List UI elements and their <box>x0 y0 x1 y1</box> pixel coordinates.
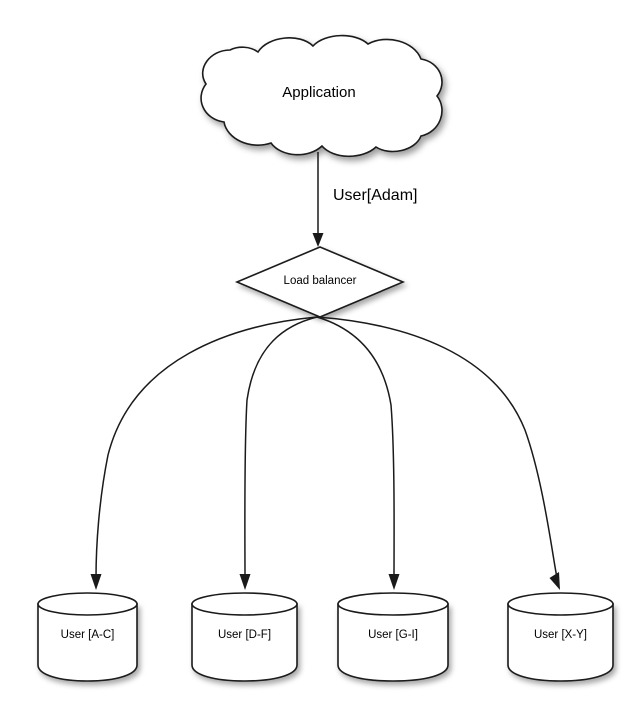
cylinder-label-db-3: User [G-I] <box>368 629 418 641</box>
cylinder-label-db-1: User [A-C] <box>60 629 115 641</box>
cylinder-label-db-4: User [X-Y] <box>533 629 588 641</box>
connector-balancer-to-db-2 <box>239 316 318 590</box>
diamond-label-load-balancer: Load balancer <box>283 275 357 287</box>
connector-app-to-balancer <box>312 152 324 247</box>
connector-balancer-to-db-1 <box>90 316 318 590</box>
cylinder-shape-db-1[interactable] <box>37 592 138 682</box>
cylinder-shape-db-3[interactable] <box>337 592 449 682</box>
cylinder-shape-db-2[interactable] <box>191 592 298 682</box>
connector-balancer-to-db-3 <box>316 316 400 590</box>
edge-label-user-adam: User[Adam] <box>333 187 418 204</box>
cylinder-label-db-2: User [D-F] <box>217 629 272 641</box>
cylinder-shape-db-4[interactable] <box>507 592 614 682</box>
cloud-label-application: Application <box>282 84 356 101</box>
cloud-shape-application[interactable] <box>200 34 443 158</box>
connector-balancer-to-db-4 <box>316 316 560 590</box>
